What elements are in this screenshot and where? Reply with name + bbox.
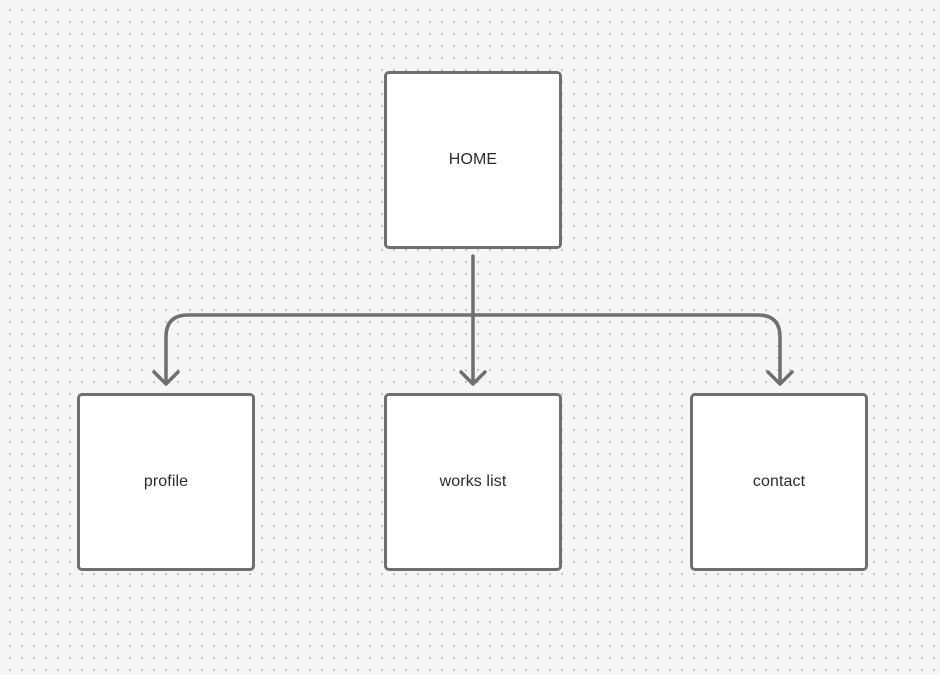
arrowhead-works-list [459, 370, 487, 386]
arrowhead-profile [152, 370, 180, 386]
node-works-list[interactable]: works list [384, 393, 562, 571]
edge-home-to-profile [164, 313, 475, 385]
node-works-list-label: works list [439, 473, 507, 490]
node-profile-label: profile [143, 473, 189, 490]
node-home-label: HOME [448, 151, 498, 168]
node-profile[interactable]: profile [77, 393, 255, 571]
arrowhead-contact [766, 370, 794, 386]
node-contact[interactable]: contact [690, 393, 868, 571]
node-contact-label: contact [752, 473, 806, 490]
edge-home-to-contact [471, 313, 782, 385]
node-home[interactable]: HOME [384, 71, 562, 249]
